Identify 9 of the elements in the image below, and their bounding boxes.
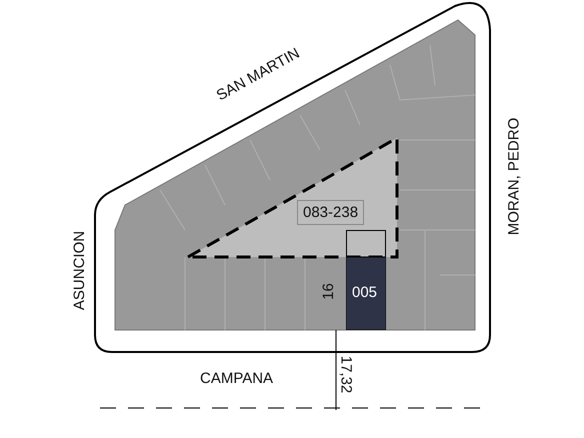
street-name: MORAN, PEDRO xyxy=(505,118,522,236)
street-name: CAMPANA xyxy=(200,370,274,387)
parcel-number: 083-238 xyxy=(297,200,364,225)
dimension-label: 16 xyxy=(320,283,337,300)
parcel-area xyxy=(186,136,399,259)
lot-parcel xyxy=(346,230,386,330)
street-name: ASUNCION xyxy=(71,230,88,310)
parcel-number: 005 xyxy=(352,284,378,301)
dimension-label: 17,32 xyxy=(337,356,354,394)
